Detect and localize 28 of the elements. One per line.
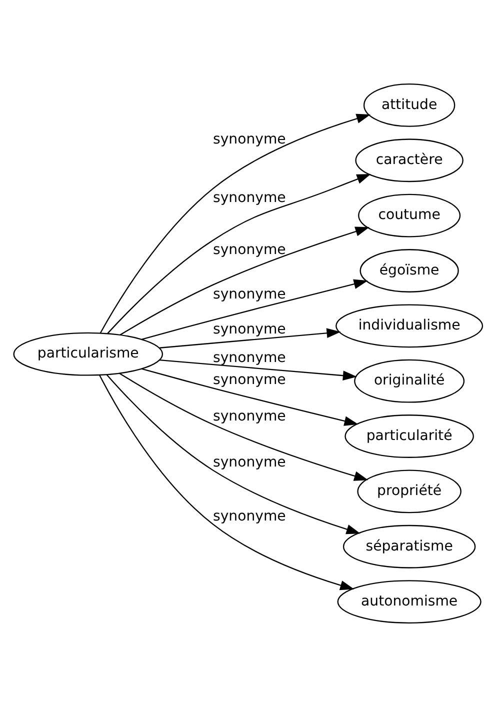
arrow (106, 174, 370, 334)
arrow (106, 374, 360, 534)
arrow (159, 328, 340, 348)
edge-label: synonyme (212, 286, 286, 302)
node-ellipse: attitude (362, 83, 455, 127)
edge-label: synonyme (212, 508, 286, 524)
arrow (140, 368, 358, 426)
edge-label: synonyme (212, 131, 286, 148)
edge-label: synonyme (212, 408, 286, 425)
arrow (98, 375, 354, 590)
node-ellipse: individualisme (335, 304, 483, 348)
node-ellipse: caractère (354, 138, 463, 182)
edge-label: synonyme (212, 350, 286, 366)
edge-label: synonyme (212, 190, 286, 206)
node-ellipse: originalité (354, 359, 464, 403)
arrow (159, 359, 357, 380)
edge-label: synonyme (212, 454, 286, 470)
node-ellipse: propriété (356, 470, 461, 514)
arrow (119, 226, 369, 336)
node-ellipse: égoïsme (359, 249, 458, 292)
node-ellipse: coutume (358, 194, 460, 238)
edge-label: synonyme (212, 322, 286, 338)
arrow (141, 279, 368, 340)
node-ellipse: particularisme (12, 332, 163, 376)
arrow (99, 114, 370, 334)
arrow (118, 372, 368, 481)
edge-label: synonyme (212, 372, 286, 388)
edge-label: synonyme (212, 242, 286, 258)
